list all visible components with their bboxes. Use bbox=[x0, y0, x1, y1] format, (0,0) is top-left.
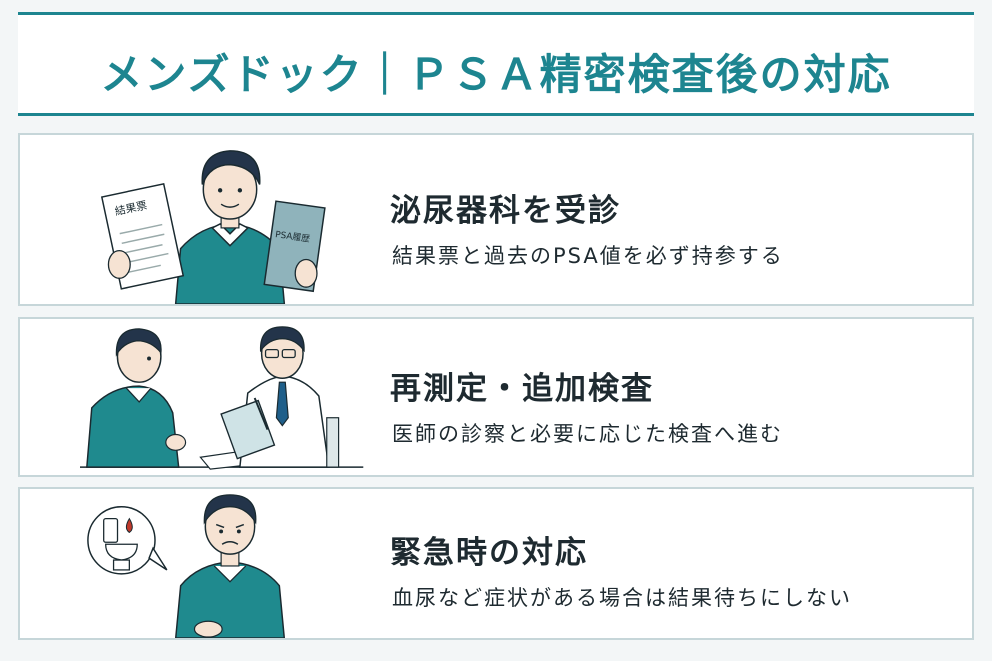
svg-text:結果票: 結果票 bbox=[114, 198, 149, 218]
step-description: 結果票と過去のPSA値を必ず持参する bbox=[392, 244, 784, 268]
step-heading: 泌尿器科を受診 bbox=[390, 193, 621, 229]
step-card-retest: 再測定・追加検査 医師の診察と必要に応じた検査へ進む bbox=[18, 317, 974, 477]
step-description: 医師の診察と必要に応じた検査へ進む bbox=[392, 422, 783, 446]
tie bbox=[275, 381, 289, 427]
hair bbox=[201, 150, 261, 185]
step-card-urology: 結果票 PSA履歴 泌尿器科を受診 結果票と過去のPSA値を必ず持参する bbox=[18, 133, 974, 306]
step-heading: 再測定・追加検査 bbox=[390, 371, 654, 407]
worried-patient-illustration bbox=[87, 494, 286, 638]
step-description: 血尿など症状がある場合は結果待ちにしない bbox=[392, 586, 852, 610]
page-header: メンズドック｜ＰＳＡ精密検査後の対応 bbox=[18, 12, 974, 116]
svg-text:PSA履歴: PSA履歴 bbox=[275, 229, 311, 245]
step-card-emergency: 緊急時の対応 血尿など症状がある場合は結果待ちにしない bbox=[18, 487, 974, 640]
step-heading: 緊急時の対応 bbox=[390, 535, 588, 571]
patient-with-documents-illustration: 結果票 PSA履歴 bbox=[100, 150, 326, 304]
doctor-consultation-illustration bbox=[80, 326, 364, 470]
patient-sweater bbox=[86, 385, 180, 468]
page-title: メンズドック｜ＰＳＡ精密検査後の対応 bbox=[100, 50, 892, 99]
blood-drop-icon bbox=[125, 517, 133, 534]
toilet-blood-bubble bbox=[87, 506, 168, 575]
